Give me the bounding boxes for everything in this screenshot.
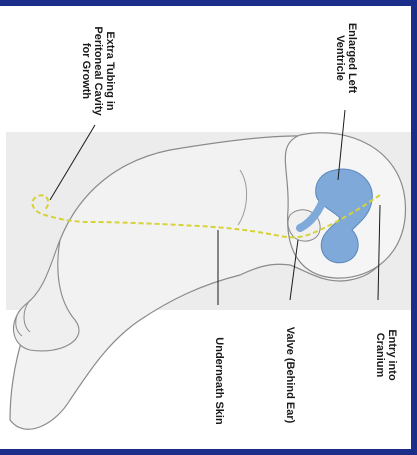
- label-extra-tubing-line3: for Growth: [80, 16, 92, 126]
- label-underneath-skin-text: Underneath Skin: [213, 331, 225, 431]
- label-extra-tubing-line2: Peritoneal Cavity: [92, 16, 104, 126]
- label-valve-text: Valve (Behind Ear): [284, 320, 296, 430]
- label-entry-cranium: Entry into Cranium: [372, 320, 398, 390]
- border-right: [411, 0, 417, 455]
- label-underneath-skin: Underneath Skin: [211, 331, 225, 431]
- label-valve: Valve (Behind Ear): [282, 320, 296, 430]
- label-entry-cranium-line1: Entry into: [386, 320, 398, 390]
- label-entry-cranium-line2: Cranium: [374, 320, 386, 390]
- label-extra-tubing: Extra Tubing in Peritoneal Cavity for Gr…: [78, 16, 116, 126]
- leader-extra-tubing: [50, 125, 95, 200]
- border-bottom: [0, 449, 417, 455]
- label-enlarged-ventricle-line2: Ventricle: [334, 13, 346, 103]
- label-enlarged-ventricle-line1: Enlarged Left: [346, 13, 358, 103]
- border-top: [0, 0, 417, 6]
- label-enlarged-ventricle: Enlarged Left Ventricle: [332, 13, 358, 103]
- label-extra-tubing-line1: Extra Tubing in: [104, 16, 116, 126]
